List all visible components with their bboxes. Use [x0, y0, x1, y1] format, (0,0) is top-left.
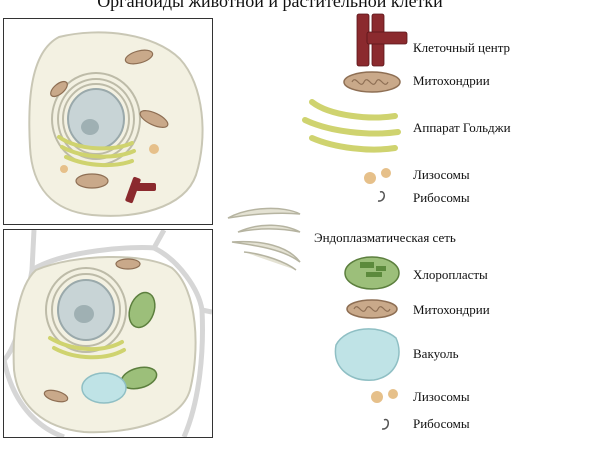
label-mitochondria-1: Митохондрии [413, 73, 490, 88]
label-mitochondria-2: Митохондрии [413, 302, 490, 317]
ribosome-icon-1 [377, 191, 385, 202]
er-icon [227, 207, 301, 271]
animal-golgi [57, 135, 136, 168]
label-golgi: Аппарат Гольджи [413, 120, 511, 135]
animal-centriole [125, 176, 156, 204]
mitochondria-icon-2 [346, 299, 398, 319]
animal-cell-panel [3, 18, 213, 225]
mitochondria-icon-1 [343, 71, 401, 93]
ribosome-icon-2 [381, 418, 389, 430]
plant-nucleolus [74, 305, 94, 323]
label-er: Эндоплазматическая сеть [314, 230, 456, 245]
plant-vacuole [81, 372, 127, 404]
animal-lysosomes [60, 144, 159, 173]
animal-mitochondria [50, 49, 169, 189]
plant-cell-walls [4, 230, 212, 437]
label-lysosomes-1: Лизосомы [413, 167, 470, 182]
page-title: Органоиды животной и растительной клетки [97, 0, 443, 11]
label-ribosomes-2: Рибосомы [413, 416, 470, 431]
animal-nucleolus [81, 119, 99, 135]
golgi-icon [302, 99, 401, 153]
plant-cell-illustration [4, 230, 212, 437]
label-cell-center: Клеточный центр [413, 40, 511, 55]
label-vacuole: Вакуоль [413, 346, 459, 361]
plant-cell-panel [3, 229, 213, 438]
label-ribosomes-1: Рибосомы [413, 190, 470, 205]
plant-golgi [48, 336, 126, 360]
label-chloroplasts: Хлоропласты [413, 267, 488, 282]
chloroplast-icon [344, 256, 400, 290]
plant-chloroplasts [120, 291, 158, 390]
centriole-icon [356, 13, 408, 67]
plant-er [45, 267, 127, 353]
plant-mitochondria [43, 258, 141, 403]
lysosomes-icon-1 [364, 168, 391, 184]
vacuole-icon [334, 328, 400, 381]
label-lysosomes-2: Лизосомы [413, 389, 470, 404]
animal-cell-illustration [28, 31, 204, 217]
lysosomes-icon-2 [371, 389, 398, 403]
